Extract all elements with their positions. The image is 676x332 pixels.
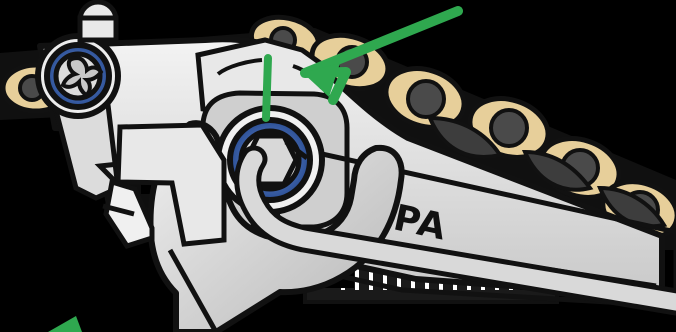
alignment-line-icon (266, 58, 268, 118)
hex-bolt-icon (218, 108, 322, 214)
torx-bolt-icon (38, 36, 118, 116)
top-left-cap (80, 2, 116, 40)
